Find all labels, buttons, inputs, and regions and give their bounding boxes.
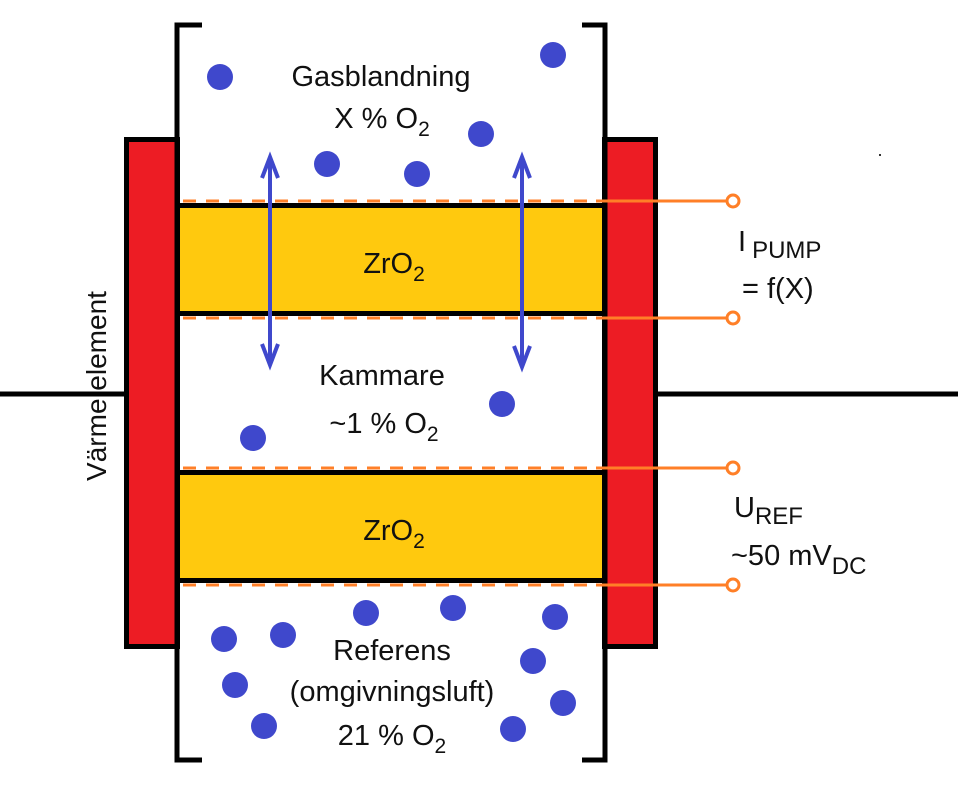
o2-molecule [500,716,526,742]
terminal-ref-bottom [725,577,741,593]
o2-molecule [540,42,566,68]
ref-voltage-label: UREF [734,492,803,530]
terminal-ref-top [725,460,741,476]
o2-molecule [489,391,515,417]
reference-title: Referens [333,635,451,667]
reference-value: 21 % O2 [338,720,446,758]
o2-molecule [353,600,379,626]
o2-molecule [270,622,296,648]
o2-molecule [211,626,237,652]
chamber-value: ~1 % O2 [329,408,438,446]
o2-molecule [520,648,546,674]
o2-molecule [222,672,248,698]
chamber-title: Kammare [319,360,445,392]
heater-element-right [602,137,658,649]
o2-molecule [468,121,494,147]
heater-label: Värme element [81,291,112,481]
oxygen-flow-arrow-right [512,151,532,373]
oxygen-flow-arrow-left [260,151,280,371]
o2-molecule [251,713,277,739]
ref-voltage-value: ~50 mVDC [731,540,866,580]
heater-element-left [124,137,180,649]
terminal-pump-top [725,193,741,209]
housing-bracket-right [582,22,608,763]
gas-mixture-value: X % O2 [334,103,430,141]
oxygen-molecules [207,42,576,742]
housing-bracket-left [174,22,202,763]
gas-mixture-title: Gasblandning [292,61,471,93]
o2-molecule [542,604,568,630]
o2-molecule [440,595,466,621]
o2-molecule [240,425,266,451]
o2-molecule [207,64,233,90]
o2-molecule [314,151,340,177]
zro2-bottom-label: ZrO2 [363,515,425,553]
o2-molecule [404,161,430,187]
stray-dot [879,154,881,156]
pump-current-relation: = f(X) [742,273,814,305]
terminal-pump-bottom [725,310,741,326]
o2-molecule [550,690,576,716]
zro2-top-label: ZrO2 [363,248,425,286]
reference-note: (omgivningsluft) [290,676,495,708]
